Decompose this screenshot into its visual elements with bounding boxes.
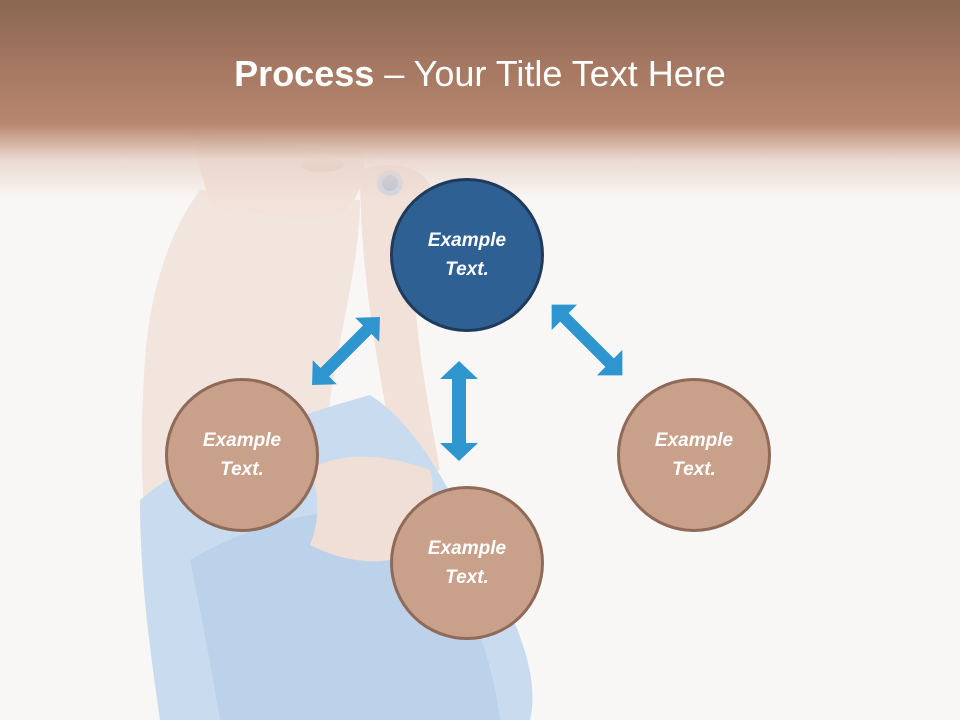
title-rest: – Your Title Text Here — [374, 53, 726, 94]
node-bottom-line2: Text. — [445, 567, 489, 588]
node-right-line1: Example — [654, 430, 734, 451]
process-node-bottom: Example Text. — [390, 486, 544, 640]
arrow-top-left — [312, 317, 380, 385]
node-top-line2: Text. — [445, 259, 489, 280]
slide-title: Process – Your Title Text Here — [0, 52, 960, 96]
process-node-left: Example Text. — [165, 378, 319, 532]
node-left-line2: Text. — [220, 459, 264, 480]
title-bold: Process — [234, 53, 375, 94]
node-bottom-line1: Example — [427, 538, 507, 559]
node-left-line1: Example — [202, 430, 282, 451]
arrow-top-right — [551, 304, 623, 376]
arrow-top-bottom — [440, 361, 478, 461]
node-right-line2: Text. — [672, 459, 716, 480]
title-bar — [0, 0, 960, 200]
process-node-right: Example Text. — [617, 378, 771, 532]
process-node-top: Example Text. — [390, 178, 544, 332]
node-top-line1: Example — [427, 230, 507, 251]
